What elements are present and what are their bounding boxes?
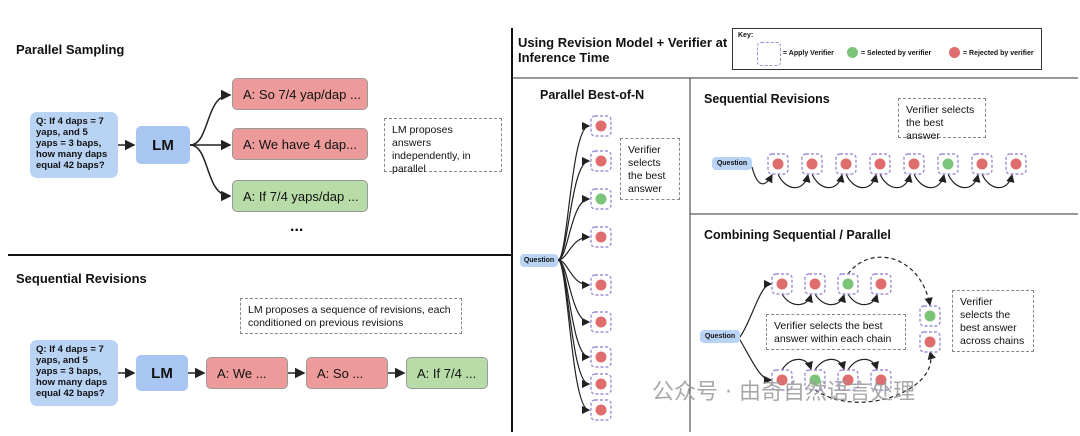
- combined-final-node: [919, 331, 941, 353]
- combined-final-node: [919, 305, 941, 327]
- combined-bottom-node: [804, 369, 826, 391]
- combined-top-node: [804, 273, 826, 295]
- parallel-sampling-title: Parallel Sampling: [16, 42, 125, 57]
- best-of-n-connector: [557, 121, 591, 261]
- best-of-n-node: [590, 399, 612, 421]
- selected-dot-icon: [847, 47, 858, 58]
- combined-bottom-node: [771, 369, 793, 391]
- combined-bottom-connector: [739, 339, 773, 385]
- best-of-n-note: Verifier selects the best answer: [620, 138, 680, 200]
- watermark-text: 公众号 · 由奇自然语言处理: [652, 380, 915, 405]
- combined-bottom-node: [870, 369, 892, 391]
- best-of-n-node: [590, 346, 612, 368]
- answer-box-2: A: We have 4 dap...: [232, 128, 368, 160]
- combined-top-connector: [781, 293, 813, 306]
- combined-top-connector: [739, 279, 773, 338]
- best-of-n-connector: [557, 194, 591, 261]
- best-of-n-node: [590, 115, 612, 137]
- question-box-2: Q: If 4 daps = 7 yaps, and 5 yaps = 3 ba…: [30, 340, 118, 406]
- rejected-dot-icon: [949, 47, 960, 58]
- seq-right-connector: [879, 173, 913, 189]
- seq-right-connector: [811, 173, 845, 189]
- seq-right-note: Verifier selects the best answer: [898, 98, 986, 142]
- seq-right-connector: [751, 166, 773, 185]
- seq-right-node: [971, 153, 993, 175]
- seq-right-connector: [981, 173, 1015, 189]
- answer-box-3: A: If 7/4 yaps/dap ...: [232, 180, 368, 212]
- best-of-n-node: [590, 226, 612, 248]
- combined-bottom-connector: [847, 358, 879, 371]
- more-answers-ellipsis: ...: [290, 218, 304, 235]
- best-of-n-connector: [557, 156, 591, 261]
- seq-right-title: Sequential Revisions: [704, 92, 830, 106]
- best-of-n-connector: [557, 259, 591, 415]
- seq-right-connector: [913, 173, 947, 189]
- combined-top-node: [870, 273, 892, 295]
- combined-across-note: Verifier selects the best answer across …: [952, 290, 1034, 352]
- seq-right-node: [937, 153, 959, 175]
- best-of-n-question: Question: [520, 254, 558, 267]
- lm-box-2: LM: [136, 355, 188, 391]
- combined-title: Combining Sequential / Parallel: [704, 228, 891, 242]
- combined-bottom-connector: [781, 358, 813, 371]
- legend-rejected: = Rejected by verifier: [963, 50, 1034, 57]
- seq-right-node: [835, 153, 857, 175]
- seq-right-connector: [777, 173, 811, 189]
- lm-box: LM: [136, 126, 190, 164]
- best-of-n-connector: [557, 232, 591, 261]
- arrow-lm-to-answer-3: [189, 144, 232, 202]
- combined-chain-note: Verifier selects the best answer within …: [766, 314, 906, 350]
- revision-box-2: A: So ...: [306, 357, 388, 389]
- revision-box-3: A: If 7/4 ...: [406, 357, 488, 389]
- combined-top-node: [837, 273, 859, 295]
- combined-top-connector: [847, 293, 879, 306]
- combined-top-node: [771, 273, 793, 295]
- best-of-n-title: Parallel Best-of-N: [540, 88, 645, 102]
- revision-box-1: A: We ...: [206, 357, 288, 389]
- sequential-revisions-title: Sequential Revisions: [16, 271, 147, 286]
- best-of-n-node: [590, 311, 612, 333]
- arrow-lm-to-answer-1: [189, 89, 232, 146]
- legend-selected: = Selected by verifier: [861, 50, 932, 57]
- best-of-n-node: [590, 150, 612, 172]
- seq-right-connector: [947, 173, 981, 189]
- combined-top-connector: [814, 293, 846, 306]
- combined-bottom-node: [837, 369, 859, 391]
- combined-selection-arc: [847, 256, 933, 307]
- legend-key-label: Key:: [738, 32, 754, 39]
- seq-right-node: [767, 153, 789, 175]
- right-panel-title: Using Revision Model + Verifier at Infer…: [518, 35, 728, 65]
- legend-apply-verifier: = Apply Verifier: [783, 50, 834, 57]
- seq-right-question: Question: [712, 157, 752, 170]
- combined-bottom-connector: [814, 358, 846, 371]
- question-box: Q: If 4 daps = 7 yaps, and 5 yaps = 3 ba…: [30, 112, 118, 178]
- sequential-revisions-note: LM proposes a sequence of revisions, eac…: [240, 298, 462, 334]
- seq-right-connector: [845, 173, 879, 189]
- seq-right-node: [869, 153, 891, 175]
- seq-right-node: [801, 153, 823, 175]
- seq-right-node: [1005, 153, 1027, 175]
- best-of-n-node: [590, 274, 612, 296]
- best-of-n-node: [590, 373, 612, 395]
- legend-key: Key: = Apply Verifier = Selected by veri…: [732, 28, 1042, 70]
- combined-question: Question: [700, 330, 740, 343]
- best-of-n-node: [590, 188, 612, 210]
- parallel-sampling-note: LM proposes answers independently, in pa…: [384, 118, 502, 175]
- apply-verifier-icon: [757, 42, 781, 66]
- answer-box-1: A: So 7/4 yap/dap ...: [232, 78, 368, 110]
- seq-right-node: [903, 153, 925, 175]
